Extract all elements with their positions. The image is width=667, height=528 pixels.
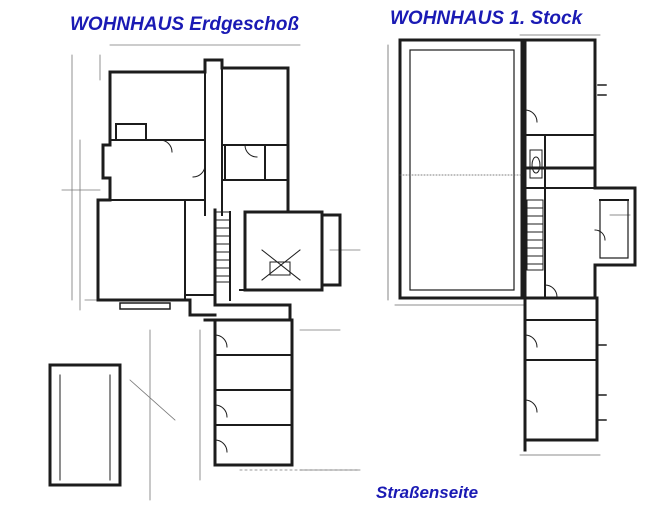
- ground-floor-lobby-lines: [261, 249, 301, 281]
- first-floor-walls: [523, 38, 637, 452]
- street-side-label: Straßenseite: [376, 483, 479, 502]
- first-floor-staircase: [526, 199, 544, 271]
- ground-floor-dimension-lines: [61, 44, 361, 501]
- ground-floor-walls: [96, 58, 342, 467]
- ground-floor-staircase: [215, 211, 231, 283]
- ground-floor-interior-walls: [109, 67, 293, 426]
- first-floor-interior-walls: [524, 134, 629, 361]
- first-floor-windows: [597, 84, 607, 421]
- first-floor-title: WOHNHAUS 1. Stock: [390, 8, 583, 29]
- ground-floor-window-strip: [119, 302, 171, 310]
- first-floor-doors: [524, 109, 606, 413]
- ground-floor-doors: [159, 139, 258, 453]
- first-floor-bathroom: [529, 149, 543, 179]
- ground-floor-title: WOHNHAUS Erdgeschoß: [70, 14, 300, 35]
- attic-room-outline: [398, 38, 524, 300]
- first-floor-dimension-lines: [387, 34, 631, 456]
- first-floor-plan: [387, 34, 637, 456]
- ground-floor-plan: [48, 44, 361, 501]
- attic-room-inner: [409, 49, 515, 291]
- garage: [48, 363, 122, 487]
